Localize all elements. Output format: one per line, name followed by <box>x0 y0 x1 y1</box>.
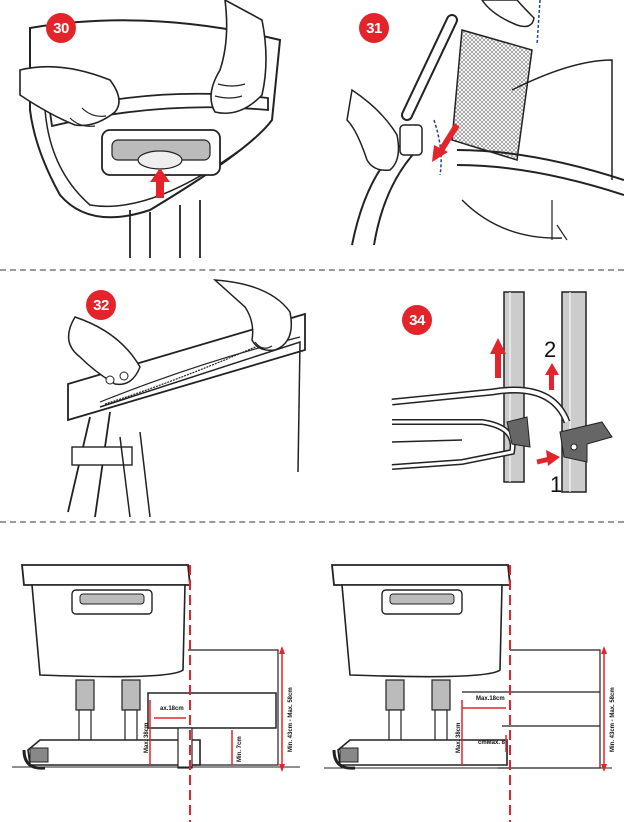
step-30-illustration <box>0 0 300 260</box>
callout-label-2: 2 <box>544 337 556 363</box>
step-number-badge: 31 <box>359 13 389 43</box>
dimension-width: Max.18cm <box>476 696 505 702</box>
callout-label-1: 1 <box>550 472 562 498</box>
step-32-illustration <box>0 272 312 520</box>
dimension-small: cmMax. 8 <box>478 740 505 746</box>
dimension-width: ax.18cm <box>160 706 184 712</box>
height-diagram-left: ax.18cm Max. 38cm Min. 7cm Min. 43cm - M… <box>0 540 312 822</box>
step-32-panel: 32 <box>0 272 312 520</box>
step-number-badge: 32 <box>86 290 116 320</box>
step-31-illustration <box>312 0 624 260</box>
height-diagram-right-drawing <box>312 540 624 822</box>
section-divider <box>0 269 624 271</box>
dimension-min-height: Min. 7cm <box>237 736 243 762</box>
step-34-panel: 34 2 1 <box>312 272 624 520</box>
dimension-range: Min. 43cm - Max. 58cm <box>288 687 294 752</box>
step-number-badge: 30 <box>46 13 76 43</box>
section-divider <box>0 521 624 523</box>
dimension-max-height: Max. 38cm <box>456 723 462 753</box>
height-diagram-left-drawing <box>0 540 312 822</box>
step-30-panel: 30 <box>0 0 300 260</box>
dimension-range: Min. 43cm - Max. 58cm <box>610 687 616 752</box>
step-number-badge: 34 <box>402 305 432 335</box>
step-31-panel: 31 <box>312 0 624 260</box>
dimension-max-height: Max. 38cm <box>144 723 150 753</box>
step-34-illustration <box>312 272 624 520</box>
height-diagram-right: Max.18cm Max. 38cm cmMax. 8 Min. 43cm - … <box>312 540 624 822</box>
